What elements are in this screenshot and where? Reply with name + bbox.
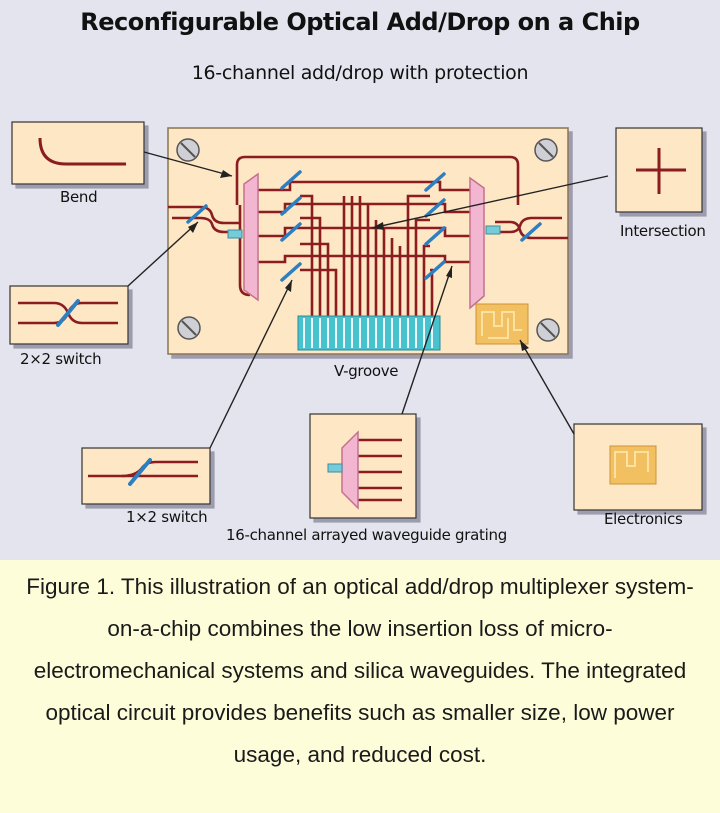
intersection-callout bbox=[615, 127, 703, 213]
chip-waveguides bbox=[168, 155, 568, 318]
switch-2x2-callout bbox=[9, 285, 129, 345]
grating-right bbox=[469, 176, 485, 310]
screw-icon bbox=[536, 318, 560, 342]
diagram-canvas bbox=[9, 121, 703, 519]
v-groove-array bbox=[297, 315, 441, 351]
screw-icon bbox=[176, 138, 200, 162]
label-intersection: Intersection bbox=[620, 222, 706, 240]
label-bend: Bend bbox=[60, 188, 98, 206]
diagram-subtitle: 16-channel add/drop with protection bbox=[191, 62, 529, 84]
diagram-title: Reconfigurable Optical Add/Drop on a Chi… bbox=[80, 8, 640, 36]
chip-switches bbox=[186, 170, 542, 282]
switch-1x2-callout bbox=[81, 447, 211, 505]
figure-caption-panel: Figure 1. This illustration of an optica… bbox=[0, 560, 720, 813]
label-2x2-switch: 2×2 switch bbox=[20, 350, 102, 368]
bend-callout bbox=[11, 121, 145, 185]
leader-lines bbox=[127, 151, 609, 449]
chip-electronics bbox=[475, 303, 529, 345]
screw-icon bbox=[534, 138, 558, 162]
awg-callout bbox=[309, 413, 417, 519]
label-awg: 16-channel arrayed waveguide grating bbox=[226, 526, 507, 544]
screw-icon bbox=[177, 316, 201, 340]
label-electronics: Electronics bbox=[604, 510, 683, 528]
diagram-figure: Reconfigurable Optical Add/Drop on a Chi… bbox=[0, 0, 720, 560]
figure-caption: Figure 1. This illustration of an optica… bbox=[26, 574, 694, 767]
port-right bbox=[485, 225, 501, 235]
electronics-callout bbox=[573, 423, 703, 511]
leader-arrowheads bbox=[188, 170, 529, 351]
grating-left bbox=[243, 172, 259, 302]
label-v-groove: V-groove bbox=[334, 362, 399, 380]
port-left bbox=[227, 229, 243, 239]
label-1x2-switch: 1×2 switch bbox=[126, 508, 208, 526]
